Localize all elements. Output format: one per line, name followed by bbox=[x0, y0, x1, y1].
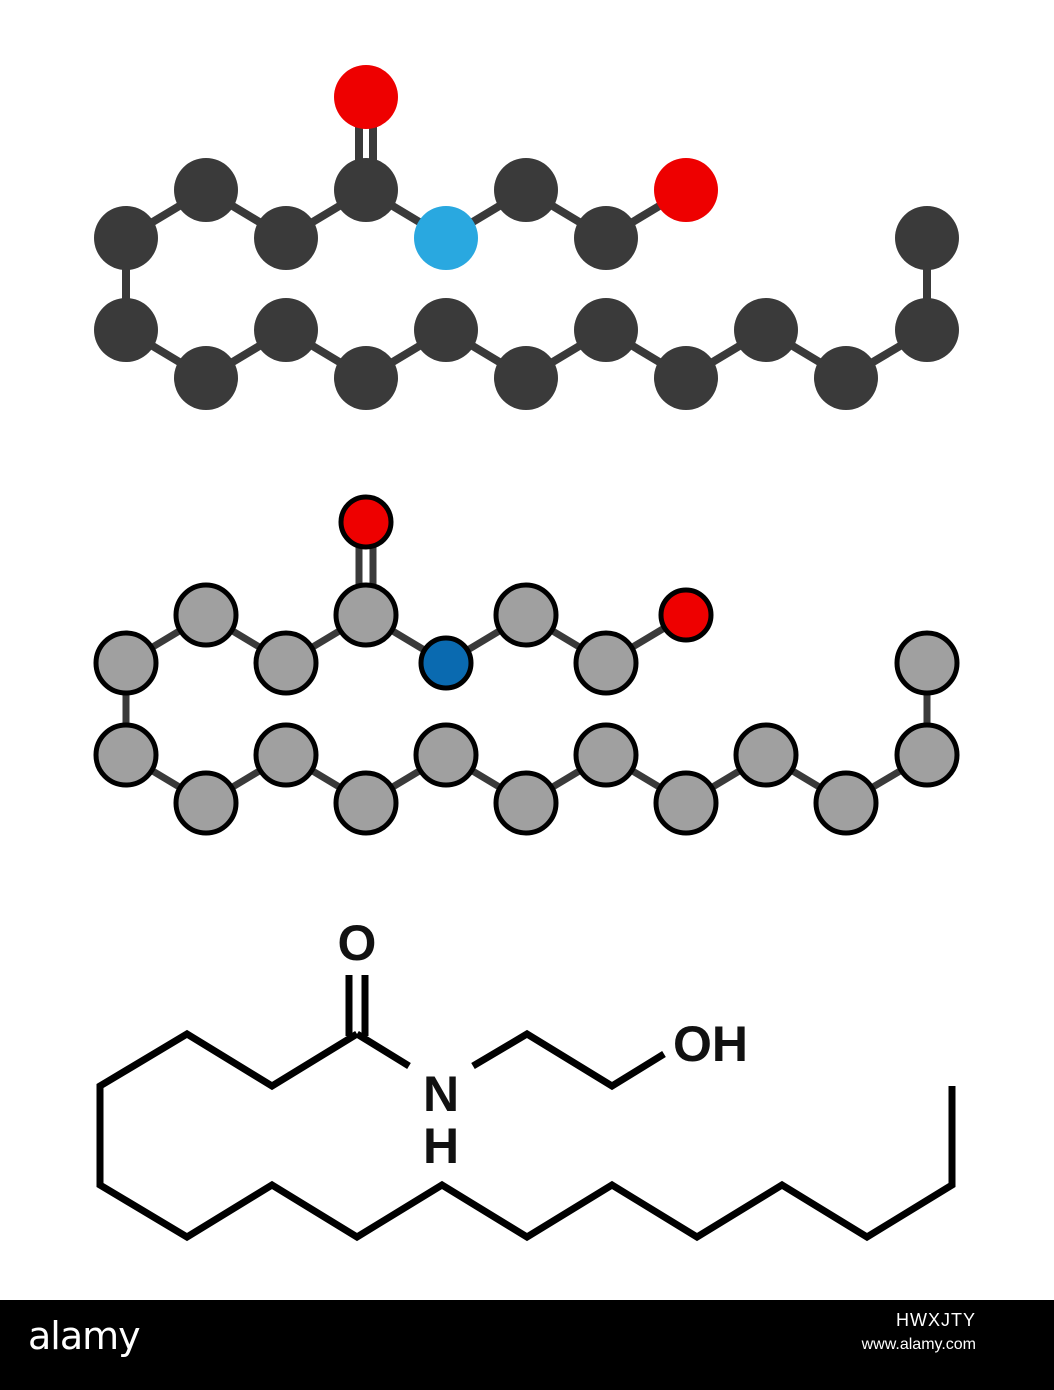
carbon-atom-ball bbox=[654, 346, 718, 410]
carbon-atom-ball bbox=[734, 298, 798, 362]
carbon-atom-ball bbox=[94, 298, 158, 362]
carbon-atom-circle bbox=[894, 630, 960, 696]
carbon-atom-ball bbox=[254, 206, 318, 270]
carbon-atom-circle bbox=[333, 770, 399, 836]
carbon-atom-circle bbox=[894, 722, 960, 788]
carbon-atom-circle bbox=[733, 722, 799, 788]
carbon-atom-circle bbox=[493, 582, 559, 648]
amide-bond-left bbox=[355, 1031, 411, 1069]
carbon-atom-circle bbox=[93, 630, 159, 696]
hydroxyl-label: OH bbox=[673, 1016, 748, 1072]
carbon-atom-circle bbox=[573, 630, 639, 696]
carbon-atom-circle bbox=[333, 582, 399, 648]
carbon-atom-ball bbox=[334, 346, 398, 410]
carbon-atom-ball bbox=[574, 206, 638, 270]
site-url: www.alamy.com bbox=[861, 1336, 976, 1353]
outlined-stick-model bbox=[93, 494, 960, 836]
ethanol-chain bbox=[471, 1029, 666, 1091]
watermark-footer: alamy HWXJTY www.alamy.com bbox=[0, 1300, 1054, 1390]
oxygen-atom-ball bbox=[334, 65, 398, 129]
carbon-atom-ball bbox=[254, 298, 318, 362]
carbon-atom-circle bbox=[173, 582, 239, 648]
carbon-atom-ball bbox=[94, 206, 158, 270]
carbon-atom-ball bbox=[174, 346, 238, 410]
carbon-atom-circle bbox=[813, 770, 879, 836]
carbon-atom-ball bbox=[334, 158, 398, 222]
carbon-atom-circle bbox=[493, 770, 559, 836]
carbon-atom-circle bbox=[253, 722, 319, 788]
carbon-atom-circle bbox=[653, 770, 719, 836]
carbon-atom-ball bbox=[414, 298, 478, 362]
amide-hydrogen-label: H bbox=[423, 1118, 459, 1174]
oxygen-atom-circle bbox=[338, 494, 394, 550]
oxygen-atom-circle bbox=[658, 587, 714, 643]
carbon-atom-circle bbox=[573, 722, 639, 788]
ball-and-stick-model bbox=[94, 65, 959, 410]
brand-logo: alamy bbox=[28, 1314, 141, 1358]
carbon-atom-ball bbox=[174, 158, 238, 222]
molecule-figure: O N H OH bbox=[93, 65, 960, 1242]
amide-nitrogen-label: N bbox=[423, 1066, 459, 1122]
image-id: HWXJTY bbox=[896, 1310, 976, 1330]
carbon-atom-ball bbox=[814, 346, 878, 410]
nitrogen-atom-ball bbox=[414, 206, 478, 270]
carbon-atom-ball bbox=[494, 346, 558, 410]
carbon-atom-ball bbox=[895, 298, 959, 362]
carbon-atom-circle bbox=[413, 722, 479, 788]
carbon-atom-circle bbox=[93, 722, 159, 788]
carbon-atom-ball bbox=[574, 298, 638, 362]
carbonyl-oxygen-label: O bbox=[338, 915, 377, 971]
skeletal-formula: O N H OH bbox=[96, 915, 956, 1242]
carbon-atom-ball bbox=[895, 206, 959, 270]
carbon-atom-circle bbox=[253, 630, 319, 696]
carbon-atom-circle bbox=[173, 770, 239, 836]
carbon-atom-ball bbox=[494, 158, 558, 222]
oxygen-atom-ball bbox=[654, 158, 718, 222]
hydrocarbon-chain bbox=[96, 1029, 956, 1242]
nitrogen-atom-circle bbox=[418, 635, 474, 691]
